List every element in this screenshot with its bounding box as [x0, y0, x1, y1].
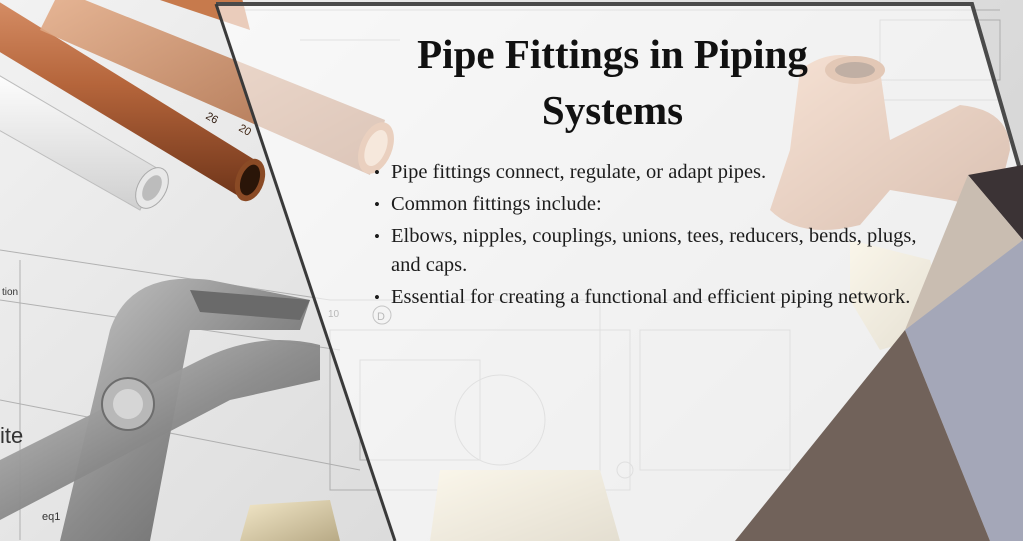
blueprint-text-ite: ite [0, 423, 23, 448]
bullet-item: Elbows, nipples, couplings, unions, tees… [372, 222, 932, 280]
white-plastic-pipe [0, 75, 169, 211]
bullet-item: Common fittings include: [372, 190, 932, 219]
slate-shape [905, 240, 1023, 541]
adjustable-pliers [0, 278, 320, 541]
panel-top-border [216, 2, 1023, 181]
pipe-marking-2: 20 [237, 122, 254, 139]
slide-title: Pipe Fittings in Piping Systems [417, 31, 808, 133]
pipe-marking-1: 26 [204, 110, 221, 127]
bullet-item: Pipe fittings connect, regulate, or adap… [372, 158, 932, 187]
dark-corner-shape [968, 165, 1023, 240]
brown-shape [735, 330, 990, 541]
blueprint-text-tion: tion [2, 287, 18, 298]
bullet-item: Essential for creating a functional and … [372, 283, 932, 312]
panel-left-border [214, 3, 397, 541]
bullet-list: Pipe fittings connect, regulate, or adap… [372, 158, 932, 315]
blueprint-text-eq1: eq1 [42, 511, 60, 523]
